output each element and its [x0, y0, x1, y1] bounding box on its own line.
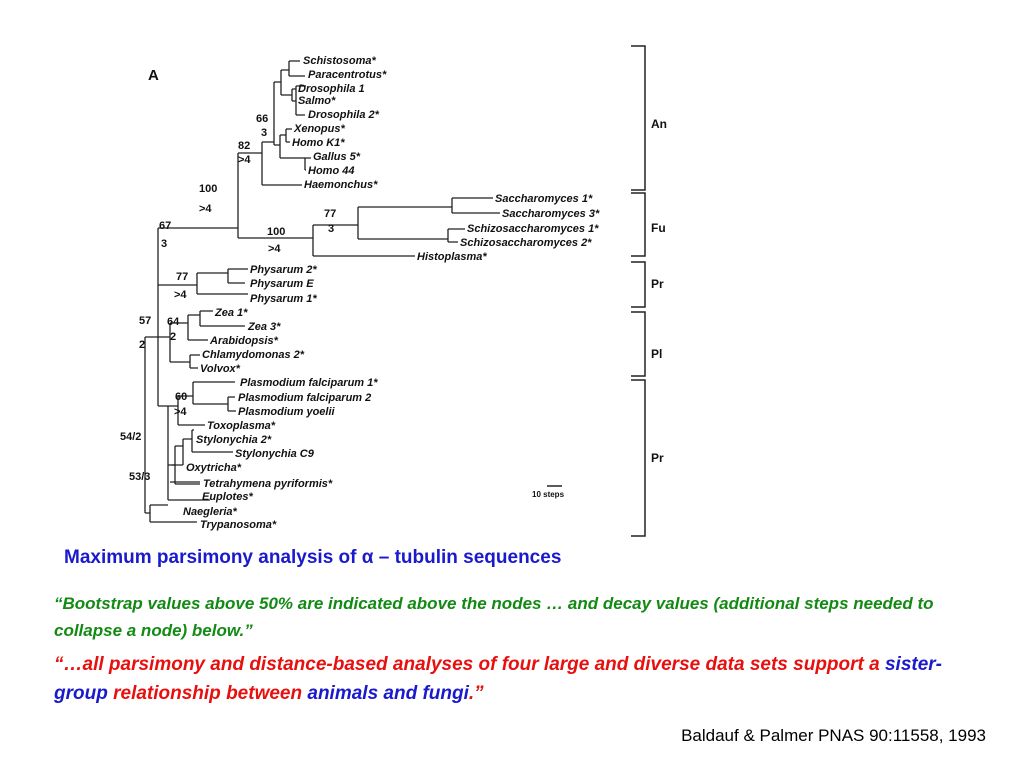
- taxon-label: Plasmodium falciparum 1*: [240, 377, 378, 389]
- quote-bootstrap: “Bootstrap values above 50% are indicate…: [54, 594, 934, 640]
- bootstrap-value: 100: [267, 226, 285, 238]
- taxon-label: Salmo*: [298, 95, 336, 107]
- decay-value: >4: [174, 406, 187, 418]
- bracket-animals: [631, 45, 646, 191]
- quote-conclusion: “…all parsimony and distance-based analy…: [54, 650, 994, 708]
- taxon-label: Plasmodium falciparum 2: [238, 392, 371, 404]
- bootstrap-value: 77: [176, 271, 188, 283]
- group-label-plants: Pl: [651, 347, 662, 361]
- taxon-label: Homo 44: [308, 165, 354, 177]
- taxon-label: Zea 1*: [214, 307, 248, 319]
- taxon-label: Histoplasma*: [417, 251, 487, 263]
- taxon-label: Zea 3*: [247, 321, 281, 333]
- taxon-label: Saccharomyces 1*: [495, 193, 593, 205]
- taxon-label: Toxoplasma*: [207, 420, 276, 432]
- quote-highlight: sister-group: [54, 654, 943, 704]
- decay-value: >4: [174, 289, 187, 301]
- group-brackets: [631, 45, 646, 537]
- decay-value: >4: [238, 154, 251, 166]
- bracket-protists-bottom: [631, 379, 646, 537]
- caption-title-prefix: Maximum parsimony analysis of: [64, 547, 362, 568]
- decay-value: >4: [199, 203, 212, 215]
- bootstrap-value: 66: [256, 113, 268, 125]
- taxon-label: Schizosaccharomyces 2*: [460, 237, 592, 249]
- taxon-label: Tetrahymena pyriformis*: [203, 478, 333, 490]
- bracket-plants: [631, 311, 646, 377]
- decay-value: >4: [268, 243, 281, 255]
- group-label-fungi: Fu: [651, 221, 666, 235]
- caption-title: Maximum parsimony analysis of α – tubuli…: [64, 547, 964, 569]
- bootstrap-value: 57: [139, 315, 151, 327]
- bootstrap-value: 77: [324, 208, 336, 220]
- bracket-fungi: [631, 192, 646, 257]
- panel-label: A: [148, 67, 159, 84]
- bootstrap-value: 67: [159, 220, 171, 232]
- taxon-label: Physarum 2*: [250, 264, 317, 276]
- taxon-label: Schizosaccharomyces 1*: [467, 223, 599, 235]
- taxon-label: Gallus 5*: [313, 151, 361, 163]
- alpha-symbol: α: [361, 547, 374, 568]
- bootstrap-value: 60: [175, 391, 187, 403]
- decay-value: 3: [161, 238, 167, 250]
- tree-branches: [144, 60, 500, 523]
- bracket-protists-top: [631, 261, 646, 308]
- taxon-label: Plasmodium yoelii: [238, 406, 336, 418]
- phylogenetic-tree: 10 steps A Schistosoma* Paracentrotus* D…: [120, 45, 667, 537]
- quote-part: “…all parsimony and distance-based analy…: [54, 654, 885, 675]
- taxon-label: Schistosoma*: [303, 55, 376, 67]
- taxon-label: Drosophila 2*: [308, 109, 380, 121]
- group-labels: An Fu Pr Pl Pr: [651, 117, 667, 465]
- node-values: 66 3 82 >4 100 >4 100 >4 77 3 67 3 77 >4…: [120, 113, 336, 483]
- decay-value: 2: [170, 331, 176, 343]
- decay-value: 2: [139, 339, 145, 351]
- decay-value: 3: [261, 127, 267, 139]
- taxon-label: Xenopus*: [293, 123, 345, 135]
- scale-bar-label: 10 steps: [532, 490, 565, 499]
- quote-part: .”: [468, 683, 484, 704]
- taxon-label: Physarum E: [250, 278, 314, 290]
- quote-part: relationship between: [107, 683, 308, 704]
- taxon-label: Trypanosoma*: [200, 519, 277, 531]
- taxon-label: Naegleria*: [183, 506, 238, 518]
- taxon-label: Euplotes*: [202, 491, 253, 503]
- caption-title-suffix: – tubulin sequences: [373, 547, 562, 568]
- node-value: 54/2: [120, 431, 141, 443]
- taxon-label: Paracentrotus*: [308, 69, 387, 81]
- bootstrap-value: 64: [167, 316, 180, 328]
- taxon-label: Stylonychia 2*: [196, 434, 272, 446]
- node-value: 53/3: [129, 471, 150, 483]
- bootstrap-value: 100: [199, 183, 217, 195]
- taxon-label: Homo K1*: [292, 137, 345, 149]
- quote-highlight: animals and fungi: [307, 683, 469, 704]
- taxon-label: Drosophila 1: [298, 83, 365, 95]
- taxon-label: Physarum 1*: [250, 293, 317, 305]
- decay-value: 3: [328, 223, 334, 235]
- taxon-label: Chlamydomonas 2*: [202, 349, 305, 361]
- taxon-label: Volvox*: [200, 363, 241, 375]
- citation: Baldauf & Palmer PNAS 90:11558, 1993: [681, 726, 986, 745]
- group-label-animals: An: [651, 117, 667, 131]
- bootstrap-value: 82: [238, 140, 250, 152]
- taxon-label: Saccharomyces 3*: [502, 208, 600, 220]
- taxon-label: Haemonchus*: [304, 179, 378, 191]
- taxon-label: Arabidopsis*: [209, 335, 279, 347]
- taxon-label: Oxytricha*: [186, 462, 242, 474]
- group-label-protists-bottom: Pr: [651, 451, 664, 465]
- taxon-labels: Schistosoma* Paracentrotus* Drosophila 1…: [183, 55, 600, 531]
- group-label-protists-top: Pr: [651, 277, 664, 291]
- taxon-label: Stylonychia C9: [235, 448, 315, 460]
